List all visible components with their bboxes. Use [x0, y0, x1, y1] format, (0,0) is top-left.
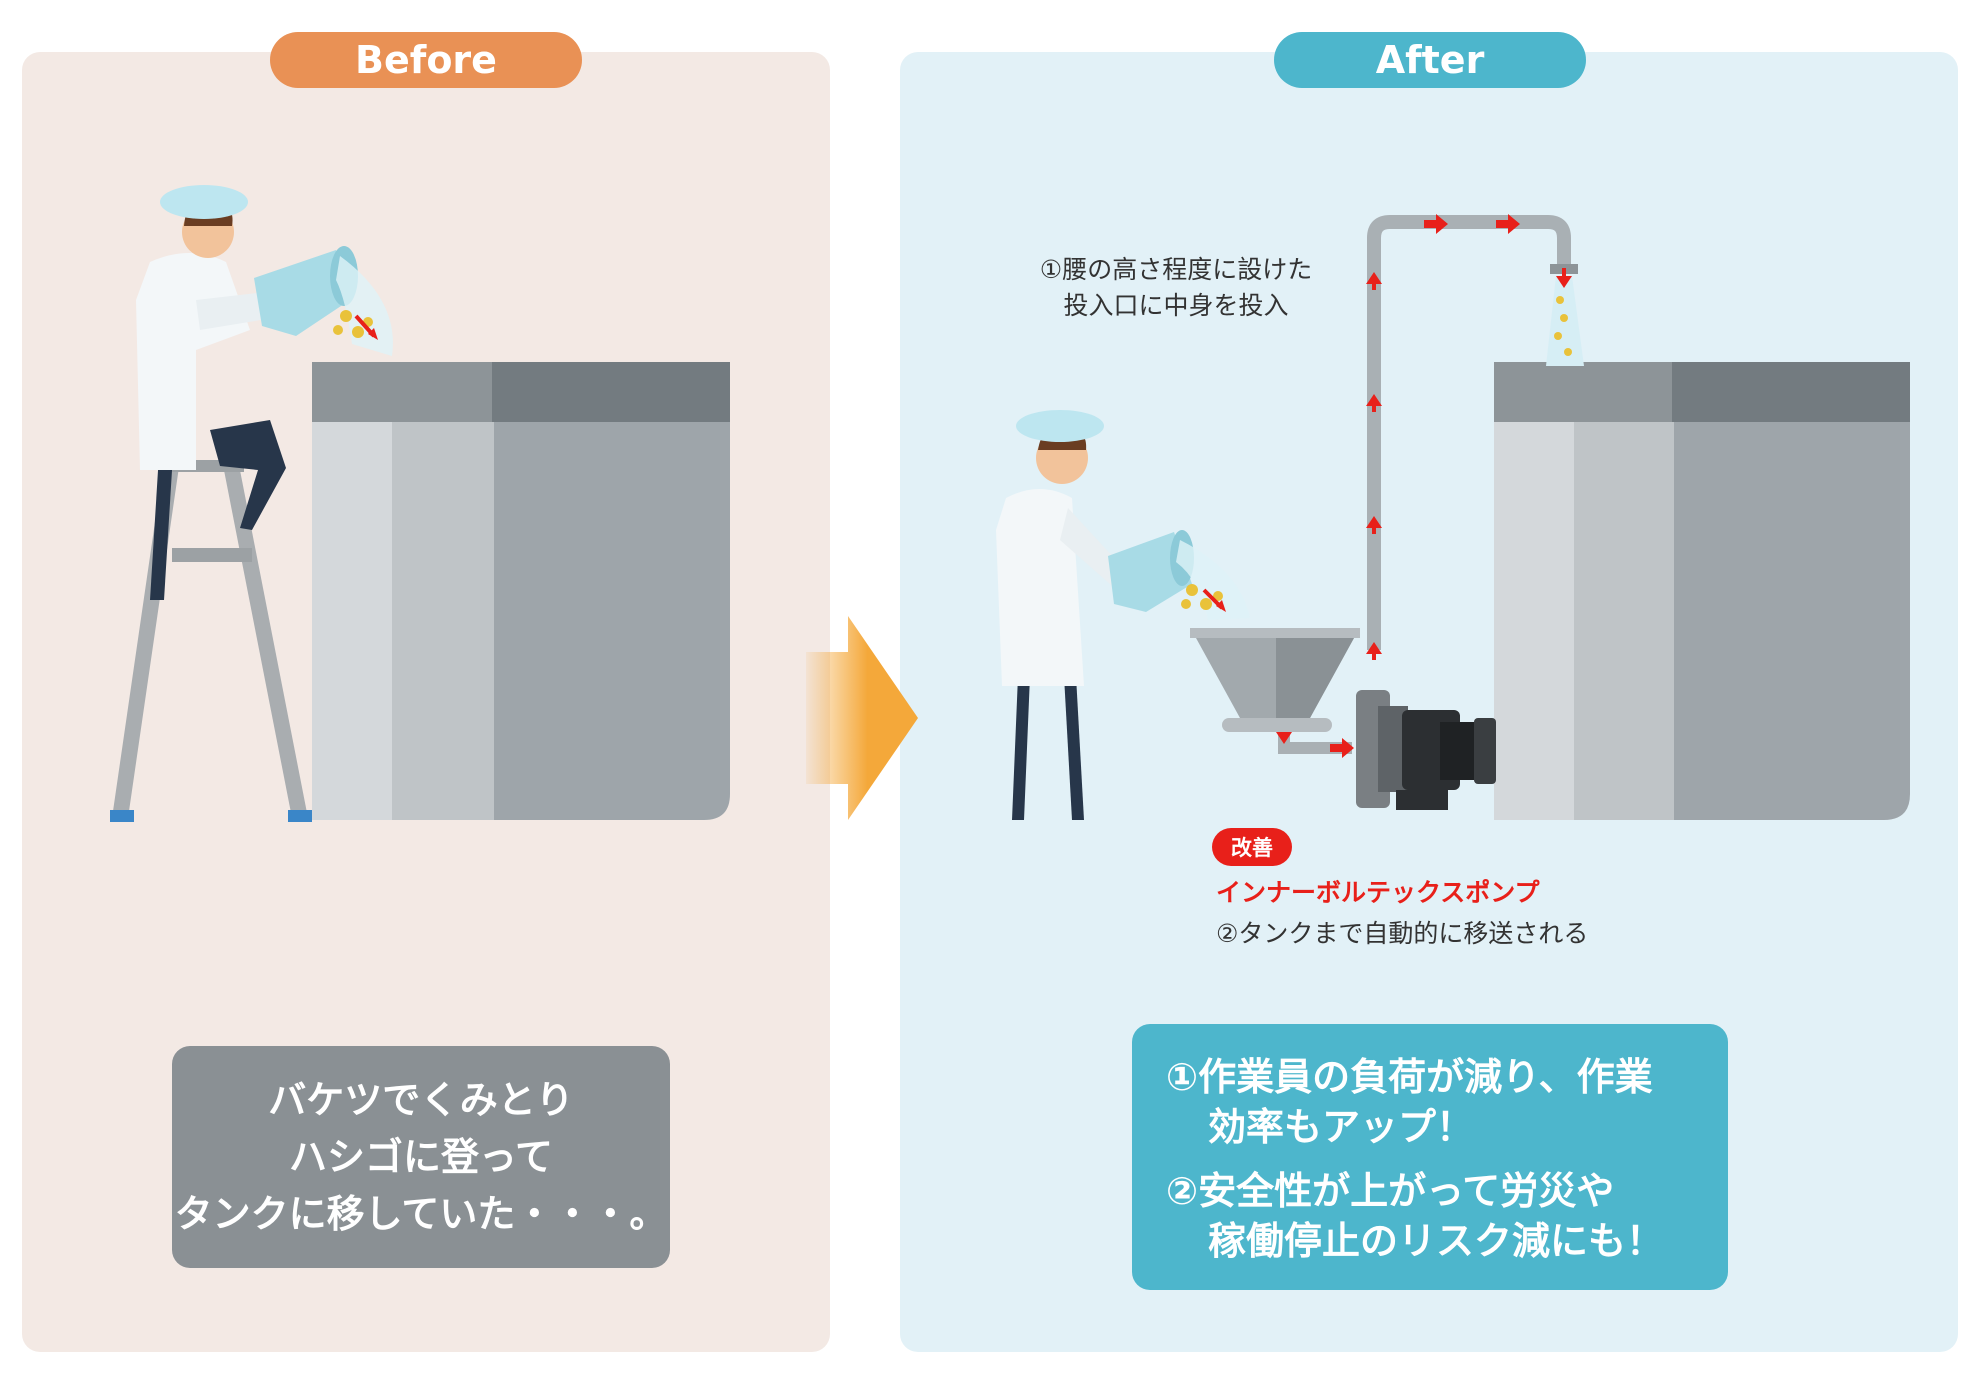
before-header: Before [270, 32, 582, 88]
benefit-item: ②安全性が上がって労災や 稼働停止のリスク減にも！ [1166, 1166, 1728, 1266]
worker-on-ladder-icon [136, 185, 393, 600]
after-header: After [1274, 32, 1586, 88]
before-line-2: ハシゴに登って [288, 1134, 554, 1179]
benefit-item: ①作業員の負荷が減り、作業 効率もアップ！ [1166, 1052, 1728, 1152]
before-tank [312, 362, 730, 820]
input-port-label: ①腰の高さ程度に設けた 投入口に中身を投入 [1020, 252, 1332, 324]
pump-name: インナーボルテックスポンプ [1216, 878, 1540, 907]
flow-arrows [1276, 214, 1572, 758]
input-port-label-line1: ①腰の高さ程度に設けた [1039, 255, 1313, 284]
transition-arrow-icon [806, 616, 918, 820]
pump-description: ②タンクまで自動的に移送される [1216, 919, 1589, 948]
after-benefits: ①作業員の負荷が減り、作業 効率もアップ！ ②安全性が上がって労災や 稼働停止の… [1132, 1024, 1728, 1290]
ladder-icon [110, 460, 312, 822]
benefit-2-line2: 稼働停止のリスク減にも！ [1208, 1219, 1665, 1263]
improvement-badge: 改善 [1212, 828, 1292, 866]
transfer-pipe [1278, 215, 1584, 754]
before-line-3: タンクに移していた・・・。 [174, 1191, 668, 1236]
worker-at-hopper-icon [996, 410, 1250, 820]
hopper-icon [1190, 628, 1360, 732]
benefit-2-line1: ②安全性が上がって労災や [1166, 1169, 1615, 1213]
after-tank [1494, 362, 1910, 820]
benefit-1-line1: ①作業員の負荷が減り、作業 [1166, 1055, 1653, 1099]
before-description: バケツでくみとり ハシゴに登って タンクに移していた・・・。 [172, 1046, 670, 1268]
before-line-1: バケツでくみとり [268, 1077, 574, 1122]
pump-icon [1356, 690, 1496, 810]
input-port-label-line2: 投入口に中身を投入 [1063, 291, 1289, 320]
benefit-1-line2: 効率もアップ！ [1208, 1105, 1475, 1149]
